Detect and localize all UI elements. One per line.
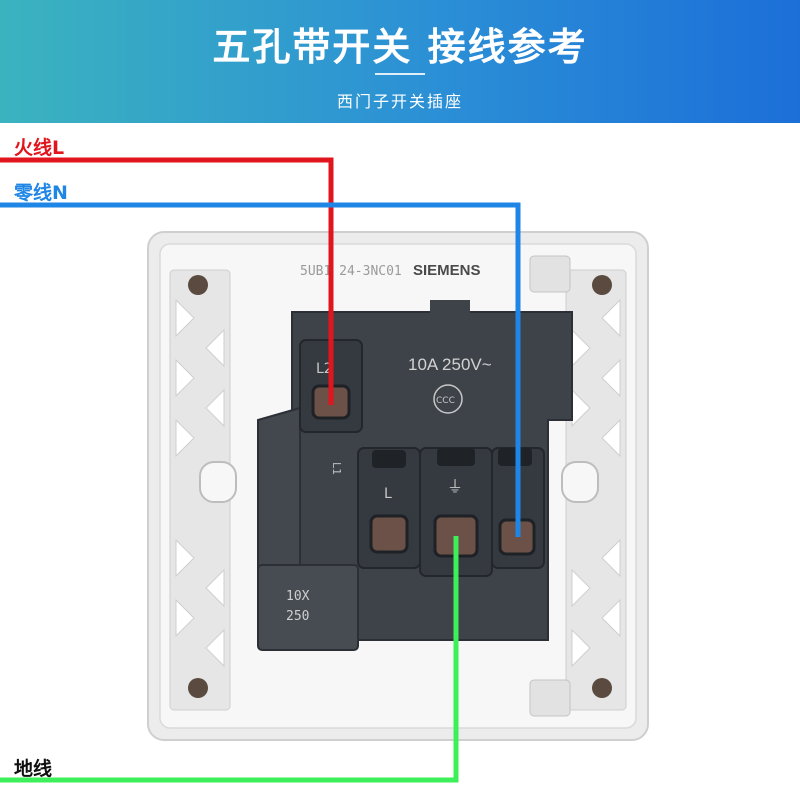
page-title: 五孔带开关 接线参考 (212, 25, 588, 69)
header-banner: 五孔带开关 接线参考 西门子开关插座 (0, 0, 800, 123)
terminal-live-label: L (384, 486, 392, 502)
left-mount-slot (199, 461, 237, 503)
top-clip (529, 255, 571, 293)
terminal-ground-label: ⏚ (447, 477, 463, 496)
page-subtitle: 西门子开关插座 (336, 92, 463, 111)
right-mount-slot (561, 461, 599, 503)
title-divider (375, 73, 425, 75)
terminal-tops (372, 448, 532, 468)
screw-holes (188, 275, 612, 698)
switch-side-label: L1 (330, 462, 343, 475)
switch-rating-bottom: 250 (286, 609, 309, 624)
ccc-mark-icon: CCC (433, 384, 463, 414)
neutral-wire (0, 202, 521, 537)
live-wire (0, 157, 334, 405)
switch-rating-top: 10X (286, 589, 310, 604)
bottom-clip (529, 679, 571, 717)
ground-wire (0, 536, 459, 783)
live-wire-label: 火线L (14, 137, 65, 159)
brand-name: SIEMENS (413, 262, 481, 279)
ground-wire-label: 地线 (14, 758, 53, 780)
model-number: 5UB1 24-3NC01 (300, 264, 402, 279)
rating-label: 10A 250V~ (408, 355, 492, 374)
neutral-wire-label: 零线N (14, 182, 68, 204)
ccc-mark-text: CCC (436, 396, 455, 406)
